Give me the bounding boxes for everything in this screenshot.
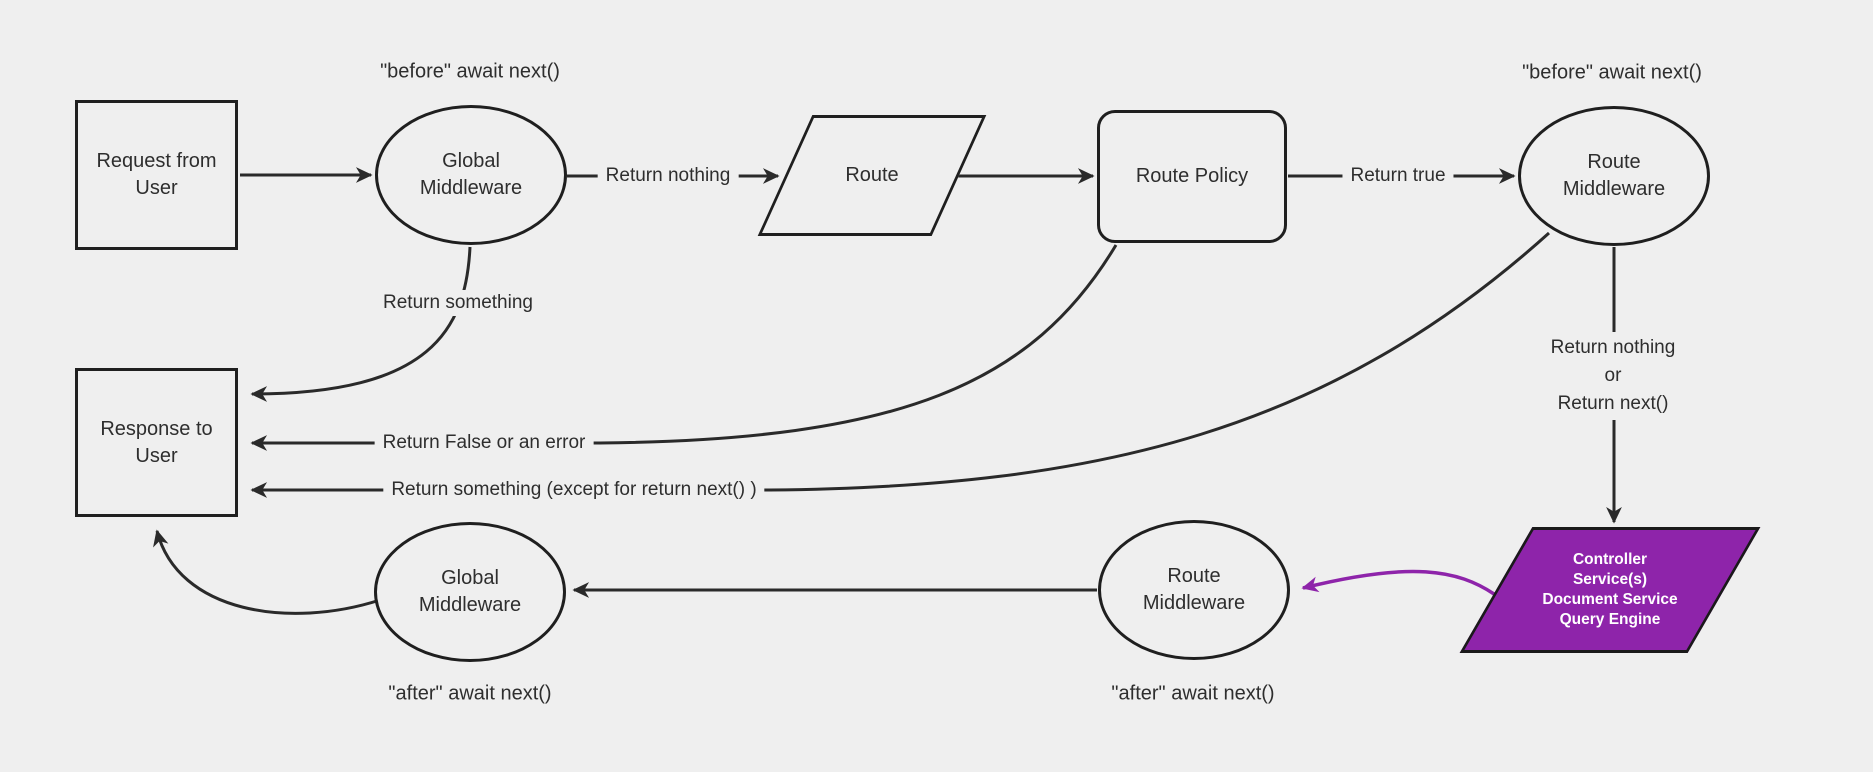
return-false-edge-label: Return False or an error — [374, 430, 594, 456]
edge-controller-to-route-middleware-bottom — [1301, 569, 1495, 596]
route-policy-node: Route Policy — [1097, 110, 1287, 243]
return-something-except-edge-label: Return something (except for return next… — [383, 477, 765, 503]
after-await-next-annotation-route: "after" await next() — [1111, 682, 1275, 705]
node-label: Middleware — [419, 177, 523, 199]
route-middleware-bottom-node: Route Middleware — [1098, 520, 1290, 660]
node-label: Route — [1167, 565, 1221, 587]
node-label: Route — [1587, 151, 1641, 173]
global-middleware-bottom-node: Global Middleware — [374, 522, 566, 662]
node-label: User — [135, 444, 178, 467]
return-something-edge-label: Return something — [375, 290, 541, 316]
node-label: Route — [845, 164, 899, 186]
edge-label-line: Return next() — [1557, 393, 1669, 414]
edge-route-policy-to-response — [250, 244, 1118, 451]
node-label: Controller — [1572, 551, 1648, 568]
route-node: Route — [757, 115, 987, 236]
before-await-next-annotation-global: "before" await next() — [380, 60, 560, 83]
route-middleware-top-node: Route Middleware — [1518, 106, 1710, 246]
node-label: Document Service — [1542, 591, 1678, 608]
return-true-edge-label: Return true — [1342, 163, 1454, 189]
edge-global-middleware-to-response — [250, 246, 472, 402]
node-label: Query Engine — [1559, 611, 1661, 628]
node-label: Global — [442, 150, 500, 172]
edge-global-middleware-bottom-to-response — [153, 529, 381, 615]
node-label: Middleware — [418, 594, 522, 616]
node-label: Response to — [100, 417, 213, 440]
edge-route-middleware-to-response — [250, 231, 1551, 498]
response-to-user-node: Response to User — [75, 368, 238, 517]
return-nothing-edge-label: Return nothing — [597, 163, 739, 189]
node-label: Request from — [96, 150, 217, 172]
before-await-next-annotation-route: "before" await next() — [1522, 61, 1702, 84]
after-await-next-annotation-global: "after" await next() — [388, 682, 552, 705]
node-label: Global — [441, 567, 499, 589]
controller-services-node: Controller Service(s) Document Service Q… — [1459, 527, 1761, 653]
node-label: Middleware — [1562, 178, 1666, 200]
return-nothing-or-next-edge-label: Return nothing or Return next() — [1538, 332, 1688, 420]
request-from-user-node: Request from User — [75, 100, 238, 250]
edge-label-line: Return nothing — [1550, 337, 1676, 358]
edge-label-line: or — [1604, 365, 1622, 386]
node-label: Service(s) — [1572, 571, 1648, 588]
global-middleware-top-node: Global Middleware — [375, 105, 567, 245]
node-label: Route Policy — [1135, 165, 1249, 187]
node-label: User — [135, 177, 178, 199]
node-label: Middleware — [1142, 592, 1246, 614]
